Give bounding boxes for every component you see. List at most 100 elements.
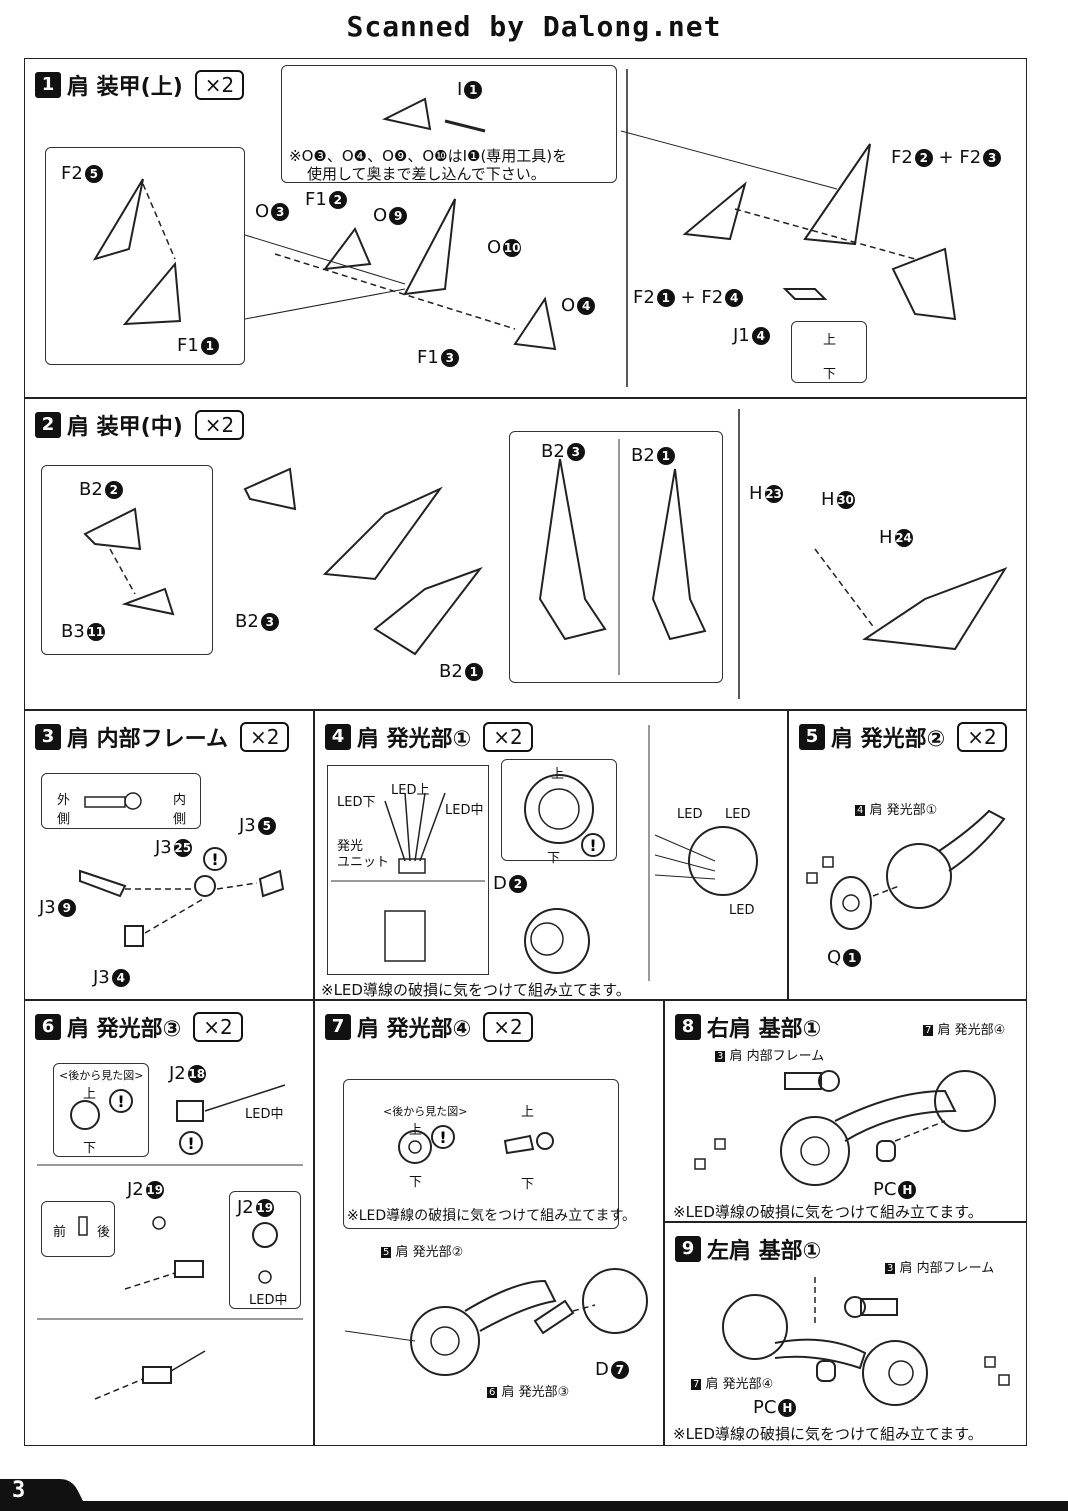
quantity-badge: ×2 <box>483 1012 533 1042</box>
led-wiring-box <box>327 765 489 975</box>
quantity-badge: ×2 <box>957 722 1007 752</box>
light-unit-2-illustration <box>806 809 1006 930</box>
rear-view-box <box>343 1079 619 1229</box>
left-base-illustration <box>722 1277 1010 1406</box>
step-number: 9 <box>675 1236 701 1262</box>
step-number: 7 <box>325 1014 351 1040</box>
led-label: LED <box>677 807 703 822</box>
ref-inner-frame: 3 肩 内部フレーム <box>885 1261 995 1276</box>
quantity-badge: ×2 <box>194 410 245 440</box>
rear-view-caption: <後から見た図> <box>59 1069 144 1082</box>
step-1-title: 1 肩 装甲(上) ×2 <box>35 69 245 101</box>
step-7-shoulder-light-unit-4: 7 肩 発光部④ ×2 <後から見た図> 上 下 上 下 ※LED導線の破損に気… <box>314 1000 664 1446</box>
step-title-text: 肩 装甲(中) <box>67 415 183 440</box>
ref-light-unit-4: 7 肩 発光部④ <box>691 1377 774 1392</box>
rear-view-box <box>53 1063 149 1157</box>
led-label: LED <box>725 807 751 822</box>
svg-text:!: ! <box>589 836 596 855</box>
up-label: 上 <box>823 333 837 348</box>
ref-light-unit-4: 7 肩 発光部④ <box>923 1023 1006 1038</box>
armor-middle-illustration <box>83 409 1008 699</box>
ref-inner-frame: 3 肩 内部フレーム <box>715 1049 825 1064</box>
detail-box-b2-b3 <box>41 465 213 655</box>
step-2-title: 2 肩 装甲(中) ×2 <box>35 409 245 441</box>
step-number: 2 <box>35 412 61 438</box>
ref-light-unit-3: 6 肩 発光部③ <box>487 1385 570 1400</box>
rear-view-caption: <後から見た図> <box>383 1105 468 1118</box>
step-title-text: 肩 装甲(上) <box>67 75 183 100</box>
step-3-title: 3 肩 内部フレーム ×2 <box>35 721 290 753</box>
led-label: LED <box>729 903 755 918</box>
tool-note-line-1: ※O❸、O❹、O❾、O❿はI❶(専用工具)を <box>289 147 568 165</box>
step-number: 6 <box>35 1014 61 1040</box>
step-5-title: 5 肩 発光部② ×2 <box>799 721 1007 753</box>
down-label: 下 <box>547 851 561 866</box>
step-6-title: 6 肩 発光部③ ×2 <box>35 1011 243 1043</box>
step-number: 3 <box>35 724 61 750</box>
up-label: 上 <box>83 1087 97 1102</box>
svg-text:!: ! <box>211 850 218 869</box>
step-number: 4 <box>325 724 351 750</box>
front-back-box <box>41 1201 115 1257</box>
led-mid-label: LED中 <box>249 1293 288 1308</box>
led-warning: ※LED導線の破損に気をつけて組み立てます。 <box>673 1203 983 1221</box>
outer-side-label: 外側 <box>57 793 71 827</box>
up-label: 上 <box>521 1105 535 1120</box>
scan-credit: Scanned by Dalong.net <box>346 10 722 43</box>
quantity-badge: ×2 <box>483 722 533 752</box>
quantity-badge: ×2 <box>193 1012 243 1042</box>
right-base-illustration <box>694 1070 996 1186</box>
step-number: 1 <box>35 72 61 98</box>
light-unit-label-2: ユニット <box>337 855 390 870</box>
front-label: 前 <box>53 1225 67 1240</box>
down-label: 下 <box>83 1141 97 1156</box>
led-warning: ※LED導線の破損に気をつけて組み立てます。 <box>347 1208 637 1224</box>
back-label: 後 <box>97 1225 111 1240</box>
svg-text:!: ! <box>117 1092 124 1111</box>
ref-light-unit-1: 4 肩 発光部① <box>855 803 938 818</box>
step-title-text: 左肩 基部① <box>707 1239 822 1264</box>
down-label: 下 <box>823 367 837 382</box>
step-number: 8 <box>675 1014 701 1040</box>
quantity-badge: ×2 <box>240 722 290 752</box>
led-mid-label: LED中 <box>245 1107 284 1122</box>
detail-box-b2-inside <box>509 431 723 683</box>
tool-note-box <box>281 65 617 183</box>
step-title-text: 肩 発光部① <box>357 727 472 752</box>
step-number: 5 <box>799 724 825 750</box>
step-title-text: 肩 発光部② <box>831 727 946 752</box>
led-up-label: LED上 <box>391 783 430 798</box>
detail-box-f1-f2 <box>45 147 245 365</box>
inner-frame-illustration: ! <box>79 792 285 947</box>
step-7-title: 7 肩 発光部④ ×2 <box>325 1011 533 1043</box>
down-label: 下 <box>409 1175 423 1190</box>
step-title-text: 右肩 基部① <box>707 1017 822 1042</box>
step-4-title: 4 肩 発光部① ×2 <box>325 721 533 753</box>
step-1-shoulder-armor-upper: 1 肩 装甲(上) ×2 ※O❸、O❹、O❾、O❿はI❶(専用工具)を 使用して… <box>24 58 1027 398</box>
